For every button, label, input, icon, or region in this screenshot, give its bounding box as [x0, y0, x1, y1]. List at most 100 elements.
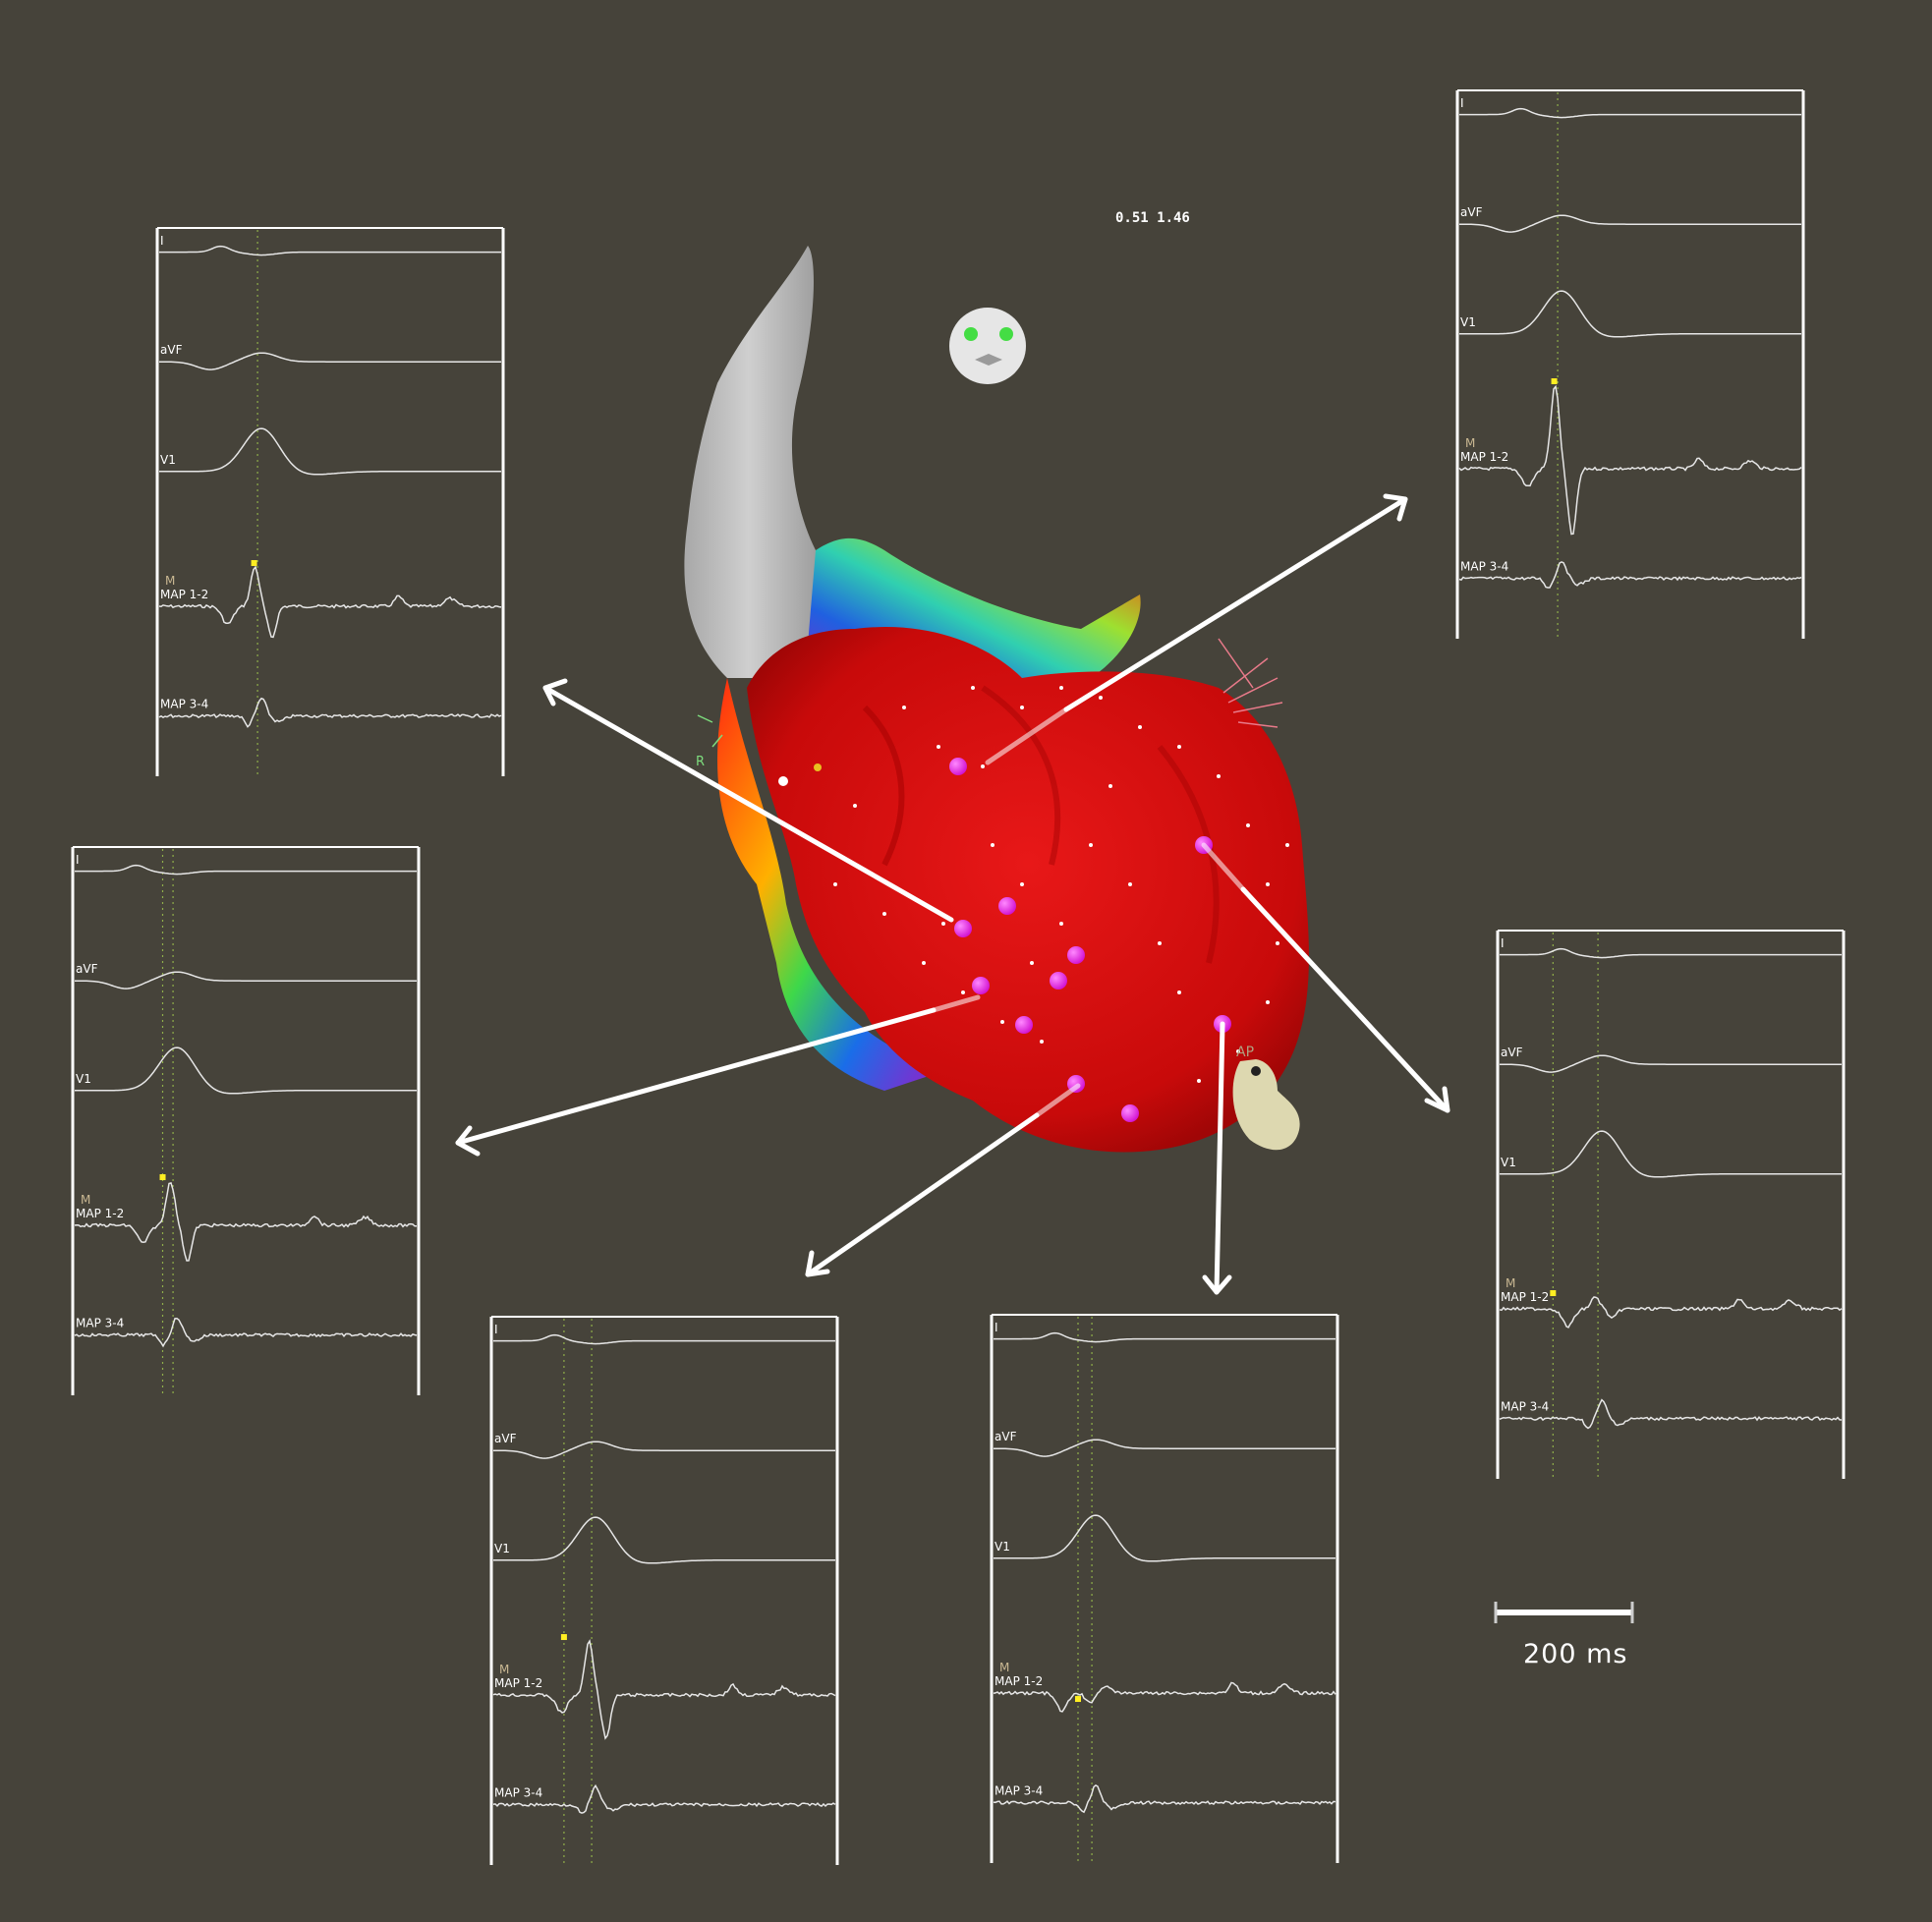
- marker-label: M: [499, 1663, 509, 1676]
- value-readout: 0.51 1.46: [1115, 210, 1190, 226]
- activation-marker[interactable]: [1551, 378, 1558, 385]
- map-fold-1: [862, 705, 905, 867]
- egm-trace: [74, 1181, 417, 1262]
- egm-trace: [159, 245, 501, 256]
- torso-orientation-icon: [1232, 1059, 1300, 1151]
- lead-label: MAP 3-4: [76, 1317, 124, 1330]
- egm-trace: [1499, 1398, 1843, 1430]
- egm-trace: [159, 352, 501, 370]
- map-rim-lower: [717, 678, 943, 1091]
- egm-trace: [1459, 107, 1801, 119]
- lead-label: aVF: [494, 1432, 517, 1445]
- lead-label: I: [160, 234, 164, 248]
- marker-label: M: [1506, 1276, 1515, 1290]
- egm-trace: [158, 697, 502, 728]
- lead-label: MAP 1-2: [994, 1674, 1043, 1688]
- left-atrium-red: [747, 627, 1309, 1153]
- egm-trace: [159, 427, 501, 476]
- lead-label: aVF: [1460, 205, 1483, 219]
- egm-trace: [994, 1439, 1335, 1457]
- marker-label: M: [1465, 436, 1475, 450]
- lead-label: V1: [1460, 315, 1476, 329]
- pointer-arrows: [455, 493, 1450, 1295]
- lead-label: MAP 1-2: [1501, 1290, 1549, 1304]
- marker-label: M: [165, 574, 175, 588]
- map-fold-2: [981, 685, 1061, 866]
- ablation-point[interactable]: [954, 920, 972, 937]
- grey-appendage: [684, 246, 845, 678]
- egm-trace: [1500, 1054, 1842, 1073]
- orientation-label: AP: [1236, 1045, 1254, 1060]
- egm-trace: [75, 1046, 417, 1095]
- lead-label: MAP 3-4: [494, 1786, 542, 1800]
- ablation-point[interactable]: [1067, 946, 1085, 964]
- lead-label: MAP 3-4: [1501, 1400, 1549, 1414]
- lead-label: V1: [160, 453, 176, 467]
- activation-marker[interactable]: [560, 1634, 567, 1641]
- marker-label: M: [999, 1661, 1009, 1674]
- lead-label: V1: [76, 1072, 91, 1086]
- lead-label: I: [76, 853, 80, 867]
- lead-label: MAP 1-2: [494, 1676, 542, 1690]
- ablation-point[interactable]: [1121, 1104, 1139, 1122]
- activation-marker[interactable]: [1550, 1290, 1557, 1297]
- lead-label: aVF: [76, 962, 98, 976]
- scale-bar-label: 200 ms: [1523, 1639, 1628, 1669]
- lead-label: V1: [494, 1542, 510, 1555]
- lead-label: MAP 3-4: [994, 1784, 1043, 1798]
- egm-trace: [993, 1784, 1336, 1814]
- lead-label: I: [494, 1323, 498, 1336]
- ablation-point[interactable]: [1015, 1016, 1033, 1034]
- lead-label: aVF: [1501, 1046, 1523, 1059]
- map-yellow-dot: [814, 763, 822, 771]
- egm-trace: [1500, 1130, 1842, 1178]
- lead-label: I: [994, 1321, 998, 1334]
- ablation-point[interactable]: [998, 897, 1016, 915]
- egm-trace: [1499, 1296, 1843, 1328]
- lead-label: MAP 1-2: [1460, 450, 1508, 464]
- ablation-point[interactable]: [949, 758, 967, 775]
- egm-trace: [994, 1514, 1335, 1562]
- egm-trace: [1458, 384, 1802, 536]
- catheter-tip-icon: [1218, 638, 1283, 728]
- lead-label: MAP 1-2: [160, 588, 208, 601]
- ablation-point[interactable]: [1050, 972, 1067, 989]
- egm-trace: [493, 1333, 835, 1345]
- egm-trace: [493, 1441, 835, 1459]
- map-white-dot: [778, 776, 788, 786]
- egm-trace: [74, 1318, 418, 1348]
- lead-label: I: [1460, 96, 1464, 110]
- egm-trace: [1459, 214, 1801, 233]
- egm-trace: [75, 864, 417, 876]
- ablation-point[interactable]: [972, 977, 990, 994]
- side-label: R: [696, 755, 705, 769]
- lead-label: V1: [994, 1540, 1010, 1554]
- egm-trace: [994, 1331, 1335, 1343]
- egm-trace: [75, 971, 417, 989]
- egm-trace: [1458, 561, 1802, 589]
- lead-label: I: [1501, 936, 1505, 950]
- marker-label: M: [81, 1193, 90, 1207]
- egm-trace: [1459, 290, 1801, 338]
- side-marker-icon: [697, 714, 723, 748]
- lead-label: MAP 3-4: [1460, 560, 1508, 574]
- egm-trace: [993, 1681, 1336, 1713]
- face-orientation-icon: [949, 308, 1026, 384]
- activation-marker[interactable]: [251, 560, 257, 567]
- egm-trace: [493, 1516, 835, 1564]
- activation-marker[interactable]: [1075, 1696, 1081, 1703]
- lead-label: aVF: [994, 1430, 1017, 1443]
- mapping-points: [833, 686, 1289, 1083]
- egm-trace: [158, 565, 502, 639]
- lead-label: MAP 1-2: [76, 1207, 124, 1220]
- egm-trace: [1500, 947, 1842, 959]
- activation-marker[interactable]: [159, 1174, 166, 1181]
- egm-trace: [492, 1783, 836, 1814]
